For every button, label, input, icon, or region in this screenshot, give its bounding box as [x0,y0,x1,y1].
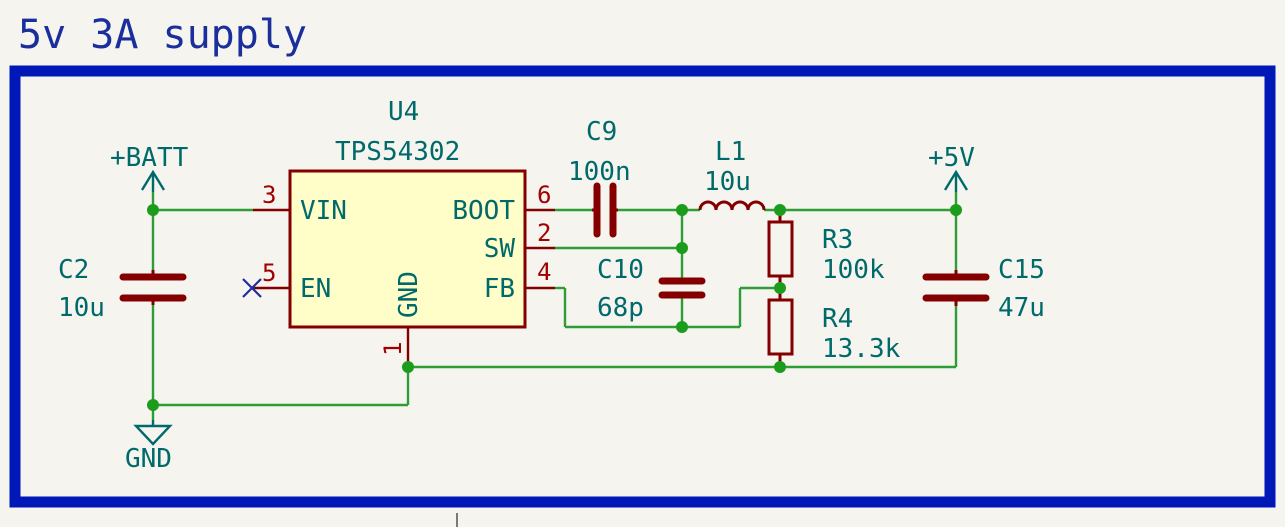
inductor-l1[interactable]: L1 10u [698,137,766,211]
junction-dot [147,204,159,216]
c9-ref: C9 [586,117,617,147]
power-batt[interactable]: +BATT [110,143,189,192]
r4-ref: R4 [822,304,853,334]
capacitor-c2[interactable]: C2 10u [58,255,187,323]
pin-number-boot: 6 [537,181,551,209]
junction-dot [950,204,962,216]
junction-dot [402,361,414,373]
r4-value: 13.3k [822,334,901,364]
c10-ref: C10 [597,255,644,285]
pin-name-boot: BOOT [452,196,515,226]
regulator-ref: U4 [388,97,419,127]
power-5v[interactable]: +5V [928,143,975,192]
pin-number-en: 5 [262,259,276,287]
c15-value: 47u [998,293,1045,323]
pin-number-vin: 3 [262,181,276,209]
junctions [147,204,962,411]
c9-value: 100n [568,157,631,187]
pin-name-sw: SW [484,234,516,264]
junction-dot [676,204,688,216]
pin-number-fb: 4 [537,258,551,286]
pin-name-fb: FB [484,274,515,304]
power-gnd-label: GND [125,444,172,474]
regulator-body [288,169,527,329]
capacitor-c10[interactable]: C10 68p [597,255,706,323]
regulator-value: TPS54302 [335,137,460,167]
sheet-title: 5v 3A supply [18,12,307,58]
capacitor-c15[interactable]: C15 47u [922,255,1045,323]
ground-triangle-icon [133,424,173,446]
l1-ref: L1 [715,137,746,167]
pin-name-gnd: GND [394,271,424,318]
junction-dot [676,321,688,333]
resistor-r4[interactable]: R4 13.3k [767,298,901,367]
x-mark-icon [242,278,262,298]
junction-dot [147,399,159,411]
junction-dot [774,204,786,216]
pin-number-gnd: 1 [379,342,407,356]
regulator-u4[interactable]: U4 TPS54302 VIN EN BOOT SW FB GND 3 5 6 … [253,97,555,365]
power-gnd[interactable]: GND [125,420,173,474]
r3-value: 100k [822,255,885,285]
power-5v-label: +5V [928,143,975,173]
pin-name-vin: VIN [300,196,347,226]
junction-dot [676,242,688,254]
c10-value: 68p [597,293,644,323]
r3-ref: R3 [822,225,853,255]
junction-dot [774,282,786,294]
power-batt-label: +BATT [110,143,189,173]
c2-value: 10u [58,293,105,323]
c2-ref: C2 [58,255,89,285]
junction-dot [774,361,786,373]
l1-value: 10u [704,167,751,197]
pin-name-en: EN [300,274,331,304]
pin-number-sw: 2 [537,219,551,247]
inductor-coil [698,200,766,211]
c15-ref: C15 [998,255,1045,285]
capacitor-c9[interactable]: C9 100n [568,117,631,238]
resistor-r3[interactable]: R3 100k [767,210,885,300]
sheet-frame [9,65,1276,508]
